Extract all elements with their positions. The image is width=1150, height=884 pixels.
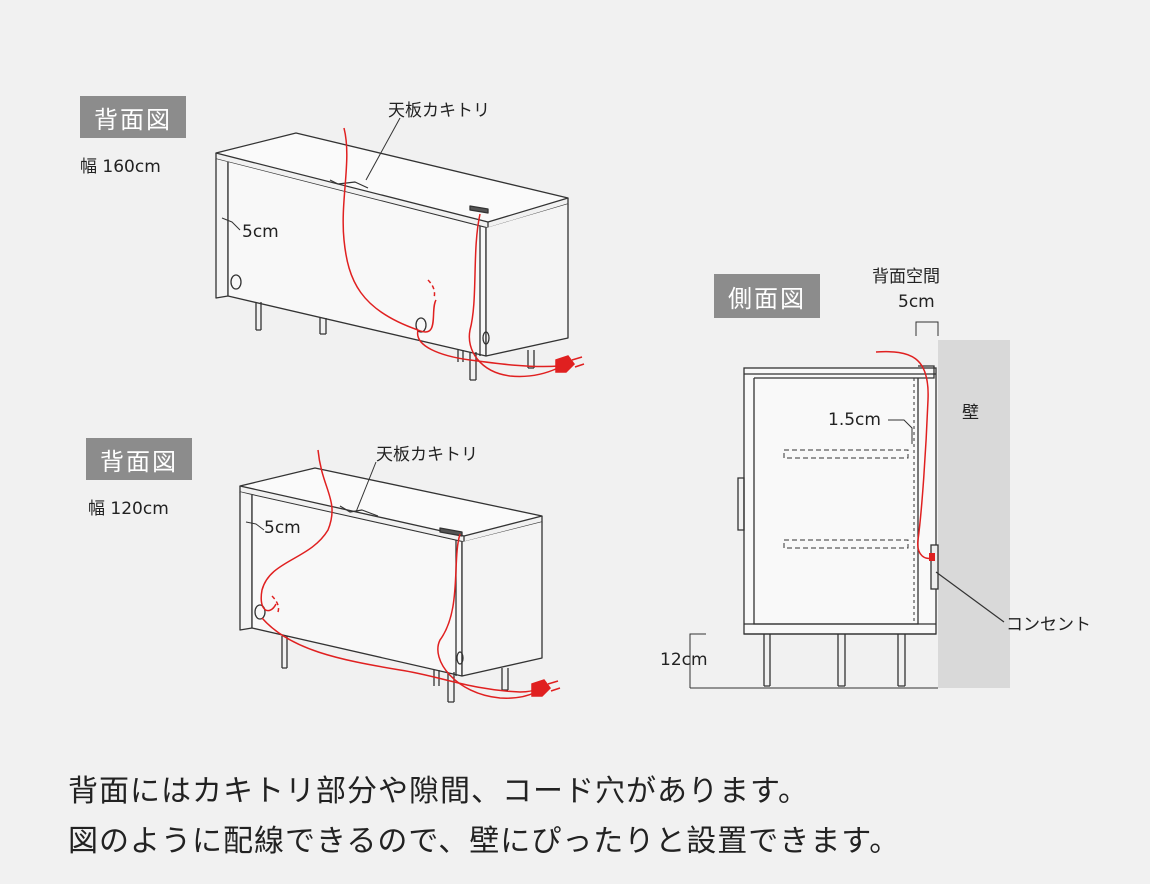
top-cutout-label-160: 天板カキトリ	[388, 101, 490, 121]
wall-label: 壁	[962, 403, 979, 423]
outlet-label: コンセント	[1006, 615, 1091, 635]
badge-side-view: 側面図	[714, 274, 820, 318]
gap-label-160: 5cm	[242, 222, 279, 242]
cabinet-160	[215, 117, 569, 381]
top-cutout-label-120: 天板カキトリ	[376, 445, 478, 465]
badge-back-view-160: 背面図	[80, 96, 186, 138]
side-view	[689, 321, 1010, 689]
gap-label-120: 5cm	[264, 518, 301, 538]
badge-back-view-120: 背面図	[86, 438, 192, 480]
caption-line-1: 背面にはカキトリ部分や隙間、コード穴があります。	[68, 774, 809, 809]
caption-line-2: 図のように配線できるので、壁にぴったりと設置できます。	[68, 824, 901, 859]
cabinet-120	[239, 461, 543, 703]
back-space-label: 背面空間	[872, 267, 940, 287]
width-label-160: 幅 160cm	[80, 157, 161, 177]
leg-height-label: 12cm	[660, 650, 708, 670]
cable-side	[875, 350, 935, 561]
back-space-value: 5cm	[898, 292, 935, 312]
panel-gap-label: 1.5cm	[828, 410, 881, 430]
width-label-120: 幅 120cm	[88, 499, 169, 519]
cable-160	[342, 127, 585, 378]
cable-120	[260, 449, 561, 699]
